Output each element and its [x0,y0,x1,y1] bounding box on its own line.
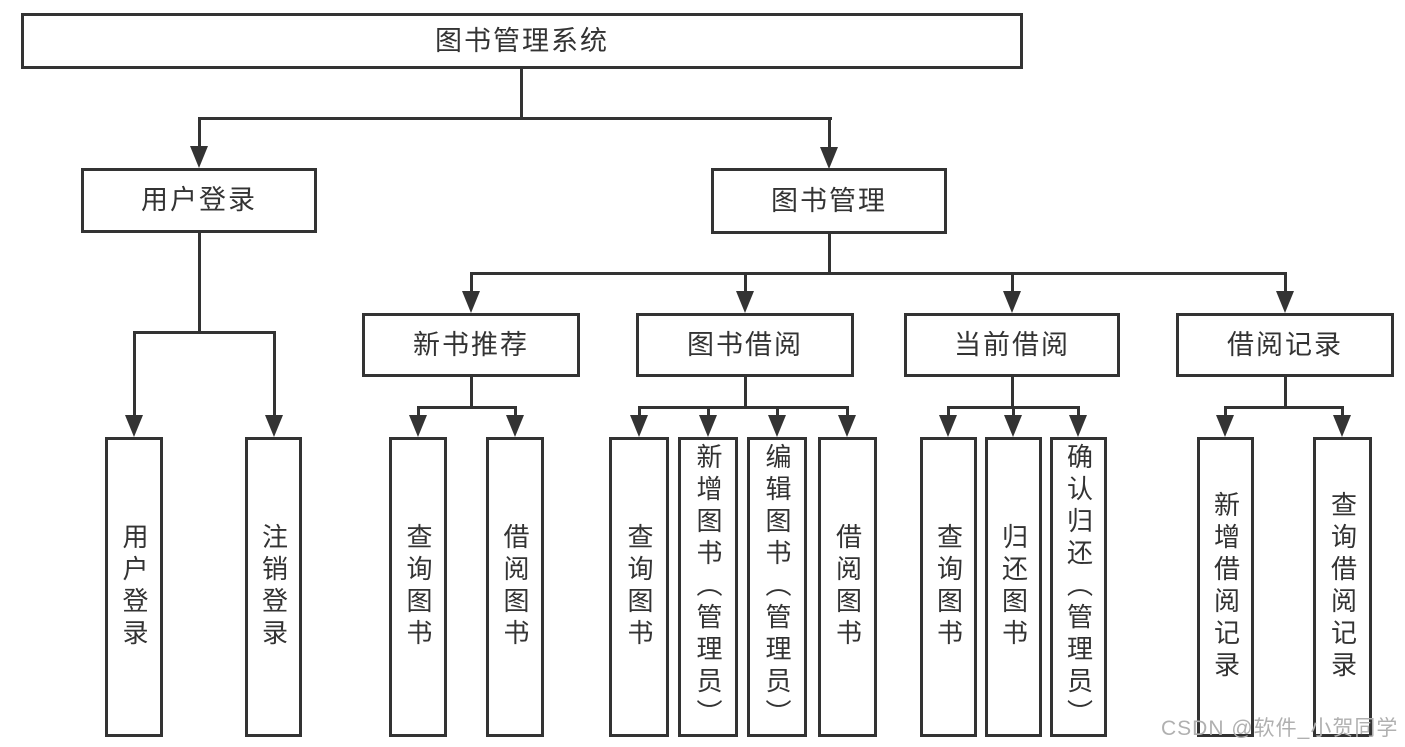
user-login-branch-node: 用户登录 [81,168,317,233]
connector-line [1077,406,1080,417]
connector-line [846,406,849,417]
leaf-query-book-cur-node: 查询图书 [920,437,977,737]
connector-line [417,406,420,417]
arrowhead-down-icon [939,415,957,437]
connector-line [1224,406,1344,409]
arrowhead-down-icon [1003,291,1021,313]
leaf-add-book-admin-node: 新增图书（管理员） [678,437,738,737]
leaf-edit-book-admin-label: 编辑图书（管理员） [762,443,792,731]
root-system-label: 图书管理系统 [435,25,609,56]
connector-line [133,331,136,417]
connector-line [417,406,517,409]
connector-line [198,233,201,334]
leaf-borrow-book-rec-node: 借阅图书 [486,437,544,737]
connector-line [1011,272,1014,292]
leaf-query-book-rec-node: 查询图书 [389,437,447,737]
arrowhead-down-icon [190,146,208,168]
arrowhead-down-icon [506,415,524,437]
leaf-logout-label: 注销登录 [258,523,289,651]
connector-line [744,272,747,292]
new-book-recommend-node: 新书推荐 [362,313,580,377]
connector-line [470,272,473,292]
connector-line [638,406,849,409]
connector-line [470,272,1287,275]
leaf-query-borrow-rec-node: 查询借阅记录 [1313,437,1372,737]
borrowing-records-node: 借阅记录 [1176,313,1394,377]
arrowhead-down-icon [736,291,754,313]
arrowhead-down-icon [462,291,480,313]
leaf-query-book-bor-label: 查询图书 [624,523,654,651]
leaf-borrow-book-bor-label: 借阅图书 [832,523,863,651]
book-management-label: 图书管理 [771,185,887,216]
leaf-borrow-book-bor-node: 借阅图书 [818,437,877,737]
connector-line [744,377,747,409]
connector-line [198,117,201,148]
leaf-confirm-return-node: 确认归还（管理员） [1050,437,1107,737]
arrowhead-down-icon [409,415,427,437]
leaf-return-book-label: 归还图书 [998,523,1029,651]
connector-line [470,377,473,409]
arrowhead-down-icon [630,415,648,437]
arrowhead-down-icon [820,147,838,169]
connector-line [1284,377,1287,409]
leaf-user-login-label: 用户登录 [119,523,149,651]
arrowhead-down-icon [1276,291,1294,313]
connector-line [1284,272,1287,292]
connector-line [638,406,641,417]
leaf-query-book-cur-label: 查询图书 [933,523,964,651]
leaf-return-book-node: 归还图书 [985,437,1042,737]
current-borrowing-node: 当前借阅 [904,313,1120,377]
current-borrowing-label: 当前借阅 [954,329,1070,360]
leaf-query-book-bor-node: 查询图书 [609,437,669,737]
connector-line [828,117,831,148]
leaf-logout-node: 注销登录 [245,437,302,737]
arrowhead-down-icon [1216,415,1234,437]
connector-line [198,117,832,120]
user-login-branch-label: 用户登录 [141,185,257,215]
connector-line [1012,406,1015,417]
book-borrowing-label: 图书借阅 [687,329,803,360]
connector-line [1341,406,1344,417]
arrowhead-down-icon [125,415,143,437]
connector-line [520,69,523,119]
leaf-confirm-return-label: 确认归还（管理员） [1063,443,1094,731]
leaf-add-book-admin-label: 新增图书（管理员） [693,443,723,731]
leaf-query-book-rec-label: 查询图书 [403,523,433,651]
book-management-node: 图书管理 [711,168,947,234]
book-borrowing-node: 图书借阅 [636,313,854,377]
connector-line [1011,377,1014,409]
arrowhead-down-icon [768,415,786,437]
leaf-query-borrow-rec-label: 查询借阅记录 [1327,491,1358,683]
connector-line [776,406,779,417]
arrowhead-down-icon [1004,415,1022,437]
connector-line [273,331,276,417]
connector-line [707,406,710,417]
arrowhead-down-icon [1333,415,1351,437]
leaf-add-borrow-rec-node: 新增借阅记录 [1197,437,1254,737]
root-system-node: 图书管理系统 [21,13,1023,69]
arrowhead-down-icon [1069,415,1087,437]
connector-line [947,406,950,417]
connector-line [133,331,276,334]
new-book-recommend-label: 新书推荐 [413,329,529,360]
csdn-watermark: CSDN @软件_小贺同学 [1161,717,1399,740]
arrowhead-down-icon [838,415,856,437]
leaf-edit-book-admin-node: 编辑图书（管理员） [747,437,807,737]
connector-line [1224,406,1227,417]
connector-line [828,234,831,275]
arrowhead-down-icon [699,415,717,437]
leaf-borrow-book-rec-label: 借阅图书 [500,523,530,651]
connector-line [514,406,517,417]
borrowing-records-label: 借阅记录 [1227,329,1343,360]
leaf-add-borrow-rec-label: 新增借阅记录 [1210,491,1241,683]
arrowhead-down-icon [265,415,283,437]
leaf-user-login-node: 用户登录 [105,437,163,737]
